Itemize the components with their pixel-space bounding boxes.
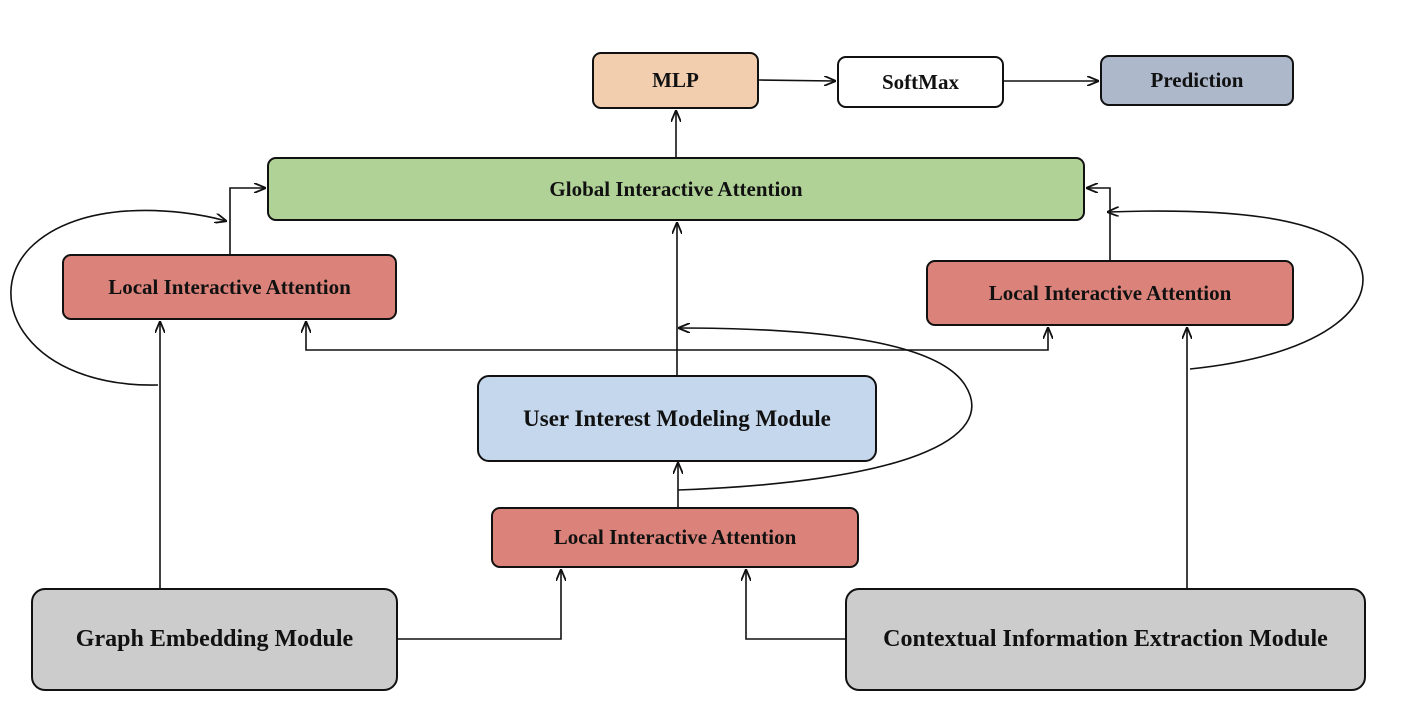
user-interest-modeling-box: User Interest Modeling Module xyxy=(477,375,877,462)
global-interactive-attention-box: Global Interactive Attention xyxy=(267,157,1085,221)
edge-graph-to-lia-bottom xyxy=(398,570,561,640)
edge-mlp-to-softmax xyxy=(758,80,835,81)
local-interactive-attention-left-box: Local Interactive Attention xyxy=(62,254,397,320)
edge-lia-left-to-global xyxy=(229,188,265,254)
contextual-information-extraction-box: Contextual Information Extraction Module xyxy=(845,588,1366,691)
local-interactive-attention-right-box: Local Interactive Attention xyxy=(926,260,1294,326)
prediction-box: Prediction xyxy=(1100,55,1294,106)
edge-ctx-to-lia-bottom xyxy=(746,570,845,640)
softmax-box: SoftMax xyxy=(837,56,1004,108)
graph-embedding-module-box: Graph Embedding Module xyxy=(31,588,398,691)
local-interactive-attention-bottom-box: Local Interactive Attention xyxy=(491,507,859,568)
edge-bus-to-lia-right xyxy=(677,328,1048,351)
loop-left xyxy=(10,209,226,386)
loop-center xyxy=(677,328,973,491)
edge-lia-right-to-global xyxy=(1087,188,1111,260)
loop-right xyxy=(1108,211,1364,370)
mlp-box: MLP xyxy=(592,52,759,109)
edge-bus-to-lia-left xyxy=(306,322,677,351)
